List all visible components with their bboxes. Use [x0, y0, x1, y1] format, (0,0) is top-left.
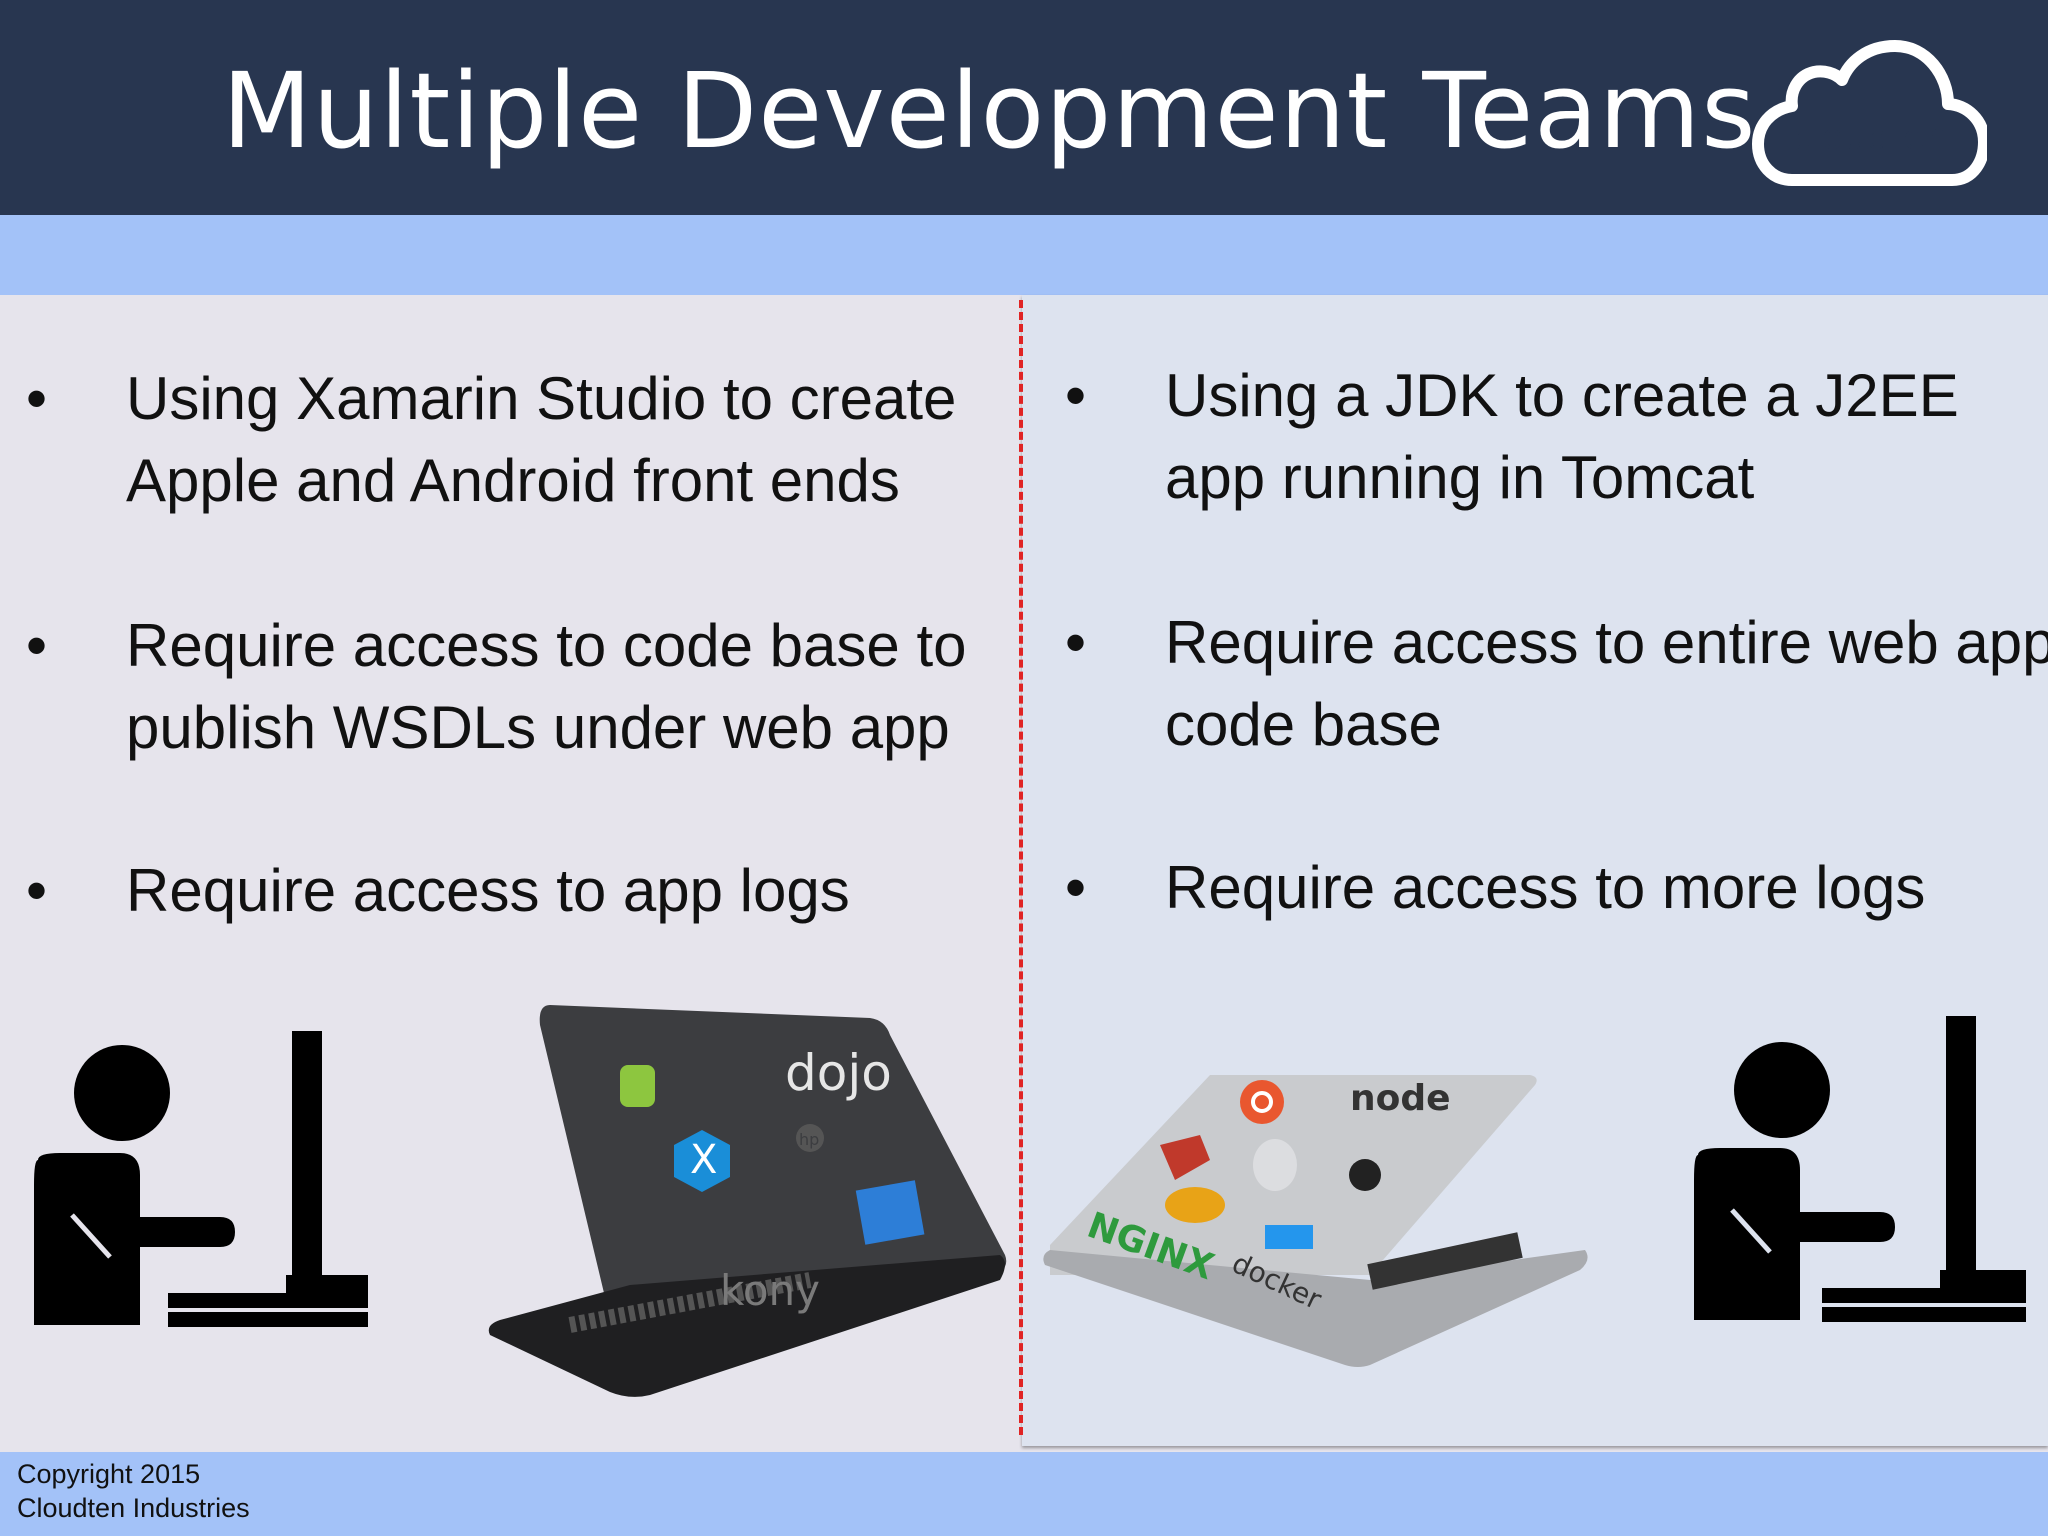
- cloud-logo-icon: [1752, 40, 1987, 186]
- laptop-icon: node NGINX docker: [1043, 1075, 1588, 1367]
- logo-text: cloudten: [1791, 117, 1949, 158]
- dashed-divider: [1019, 300, 1023, 1435]
- accent-band: [0, 215, 2048, 295]
- sticker-node: node: [1350, 1078, 1451, 1119]
- bullet-item: • Using Xamarin Studio to create Apple a…: [26, 358, 1026, 522]
- slide-title: Multiple Development Teams: [222, 50, 1757, 172]
- bullet-text: Require access to code base to publish W…: [126, 612, 967, 761]
- bullet-text: Using a JDK to create a J2EE app running…: [1165, 362, 1959, 511]
- bullet-dot: •: [26, 365, 48, 432]
- bullet-text: Using Xamarin Studio to create Apple and…: [126, 365, 957, 514]
- bullet-text: Require access to app logs: [126, 857, 850, 924]
- bullet-dot: •: [26, 612, 48, 679]
- bullet-item: • Using a JDK to create a J2EE app runni…: [1065, 355, 2048, 519]
- developer-at-computer-icon: [34, 1031, 368, 1327]
- bullet-item: • Require access to app logs: [26, 850, 1026, 932]
- bullet-dot: •: [26, 857, 48, 924]
- bullet-item: • Require access to entire web app code …: [1065, 602, 2048, 766]
- bullet-text: Require access to entire web app code ba…: [1165, 609, 2048, 758]
- laptop-icon: X dojo hp kony: [488, 1005, 1007, 1397]
- company-name-text: Cloudten Industries: [17, 1493, 250, 1523]
- title-bar: Multiple Development Teams cloudten: [0, 0, 2048, 215]
- bullet-item: • Require access to more logs: [1065, 847, 2048, 929]
- footer-band: Copyright 2015 Cloudten Industries: [0, 1452, 2048, 1536]
- bullet-item: • Require access to code base to publish…: [26, 605, 1026, 769]
- bullet-dot: •: [1065, 362, 1087, 429]
- sticker-dojo: dojo: [785, 1044, 892, 1102]
- sticker-hp: hp: [799, 1130, 819, 1149]
- bullet-dot: •: [1065, 854, 1087, 921]
- svg-text:X: X: [690, 1137, 717, 1183]
- developer-at-computer-icon: [1694, 1016, 2026, 1322]
- bullet-text: Require access to more logs: [1165, 854, 1926, 921]
- bullet-dot: •: [1065, 609, 1087, 676]
- sticker-kony: kony: [720, 1266, 820, 1315]
- copyright-text: Copyright 2015: [17, 1459, 201, 1489]
